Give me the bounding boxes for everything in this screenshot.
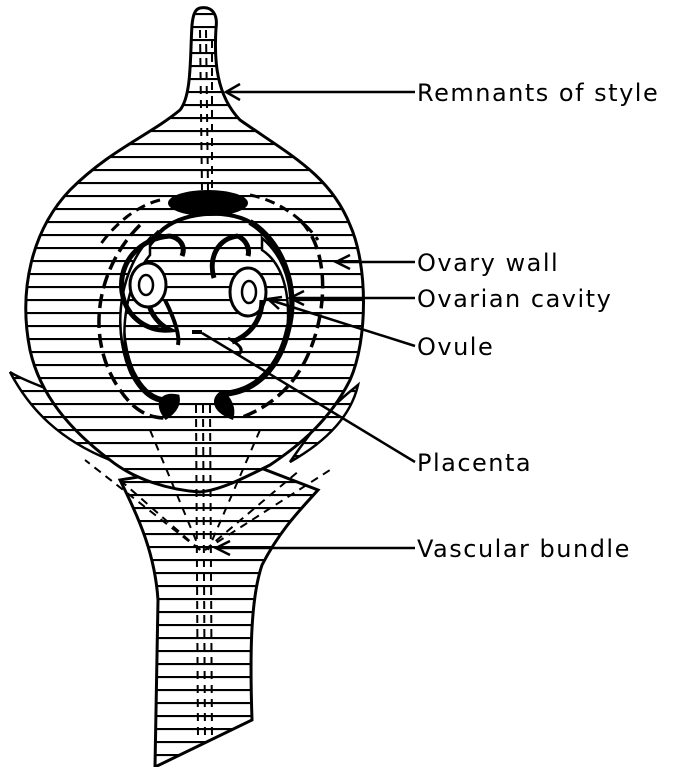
label-ovule: Ovule	[417, 333, 494, 361]
label-remnants-of-style: Remnants of style	[417, 79, 659, 107]
label-vascular-bundle: Vascular bundle	[417, 535, 631, 563]
ovary-outline	[26, 8, 364, 492]
label-ovary-wall: Ovary wall	[417, 249, 559, 277]
pedicel	[120, 460, 318, 767]
placenta-mark	[192, 330, 202, 334]
ovary-body	[10, 8, 364, 767]
label-placenta: Placenta	[417, 449, 532, 477]
label-ovarian-cavity: Ovarian cavity	[417, 285, 612, 313]
